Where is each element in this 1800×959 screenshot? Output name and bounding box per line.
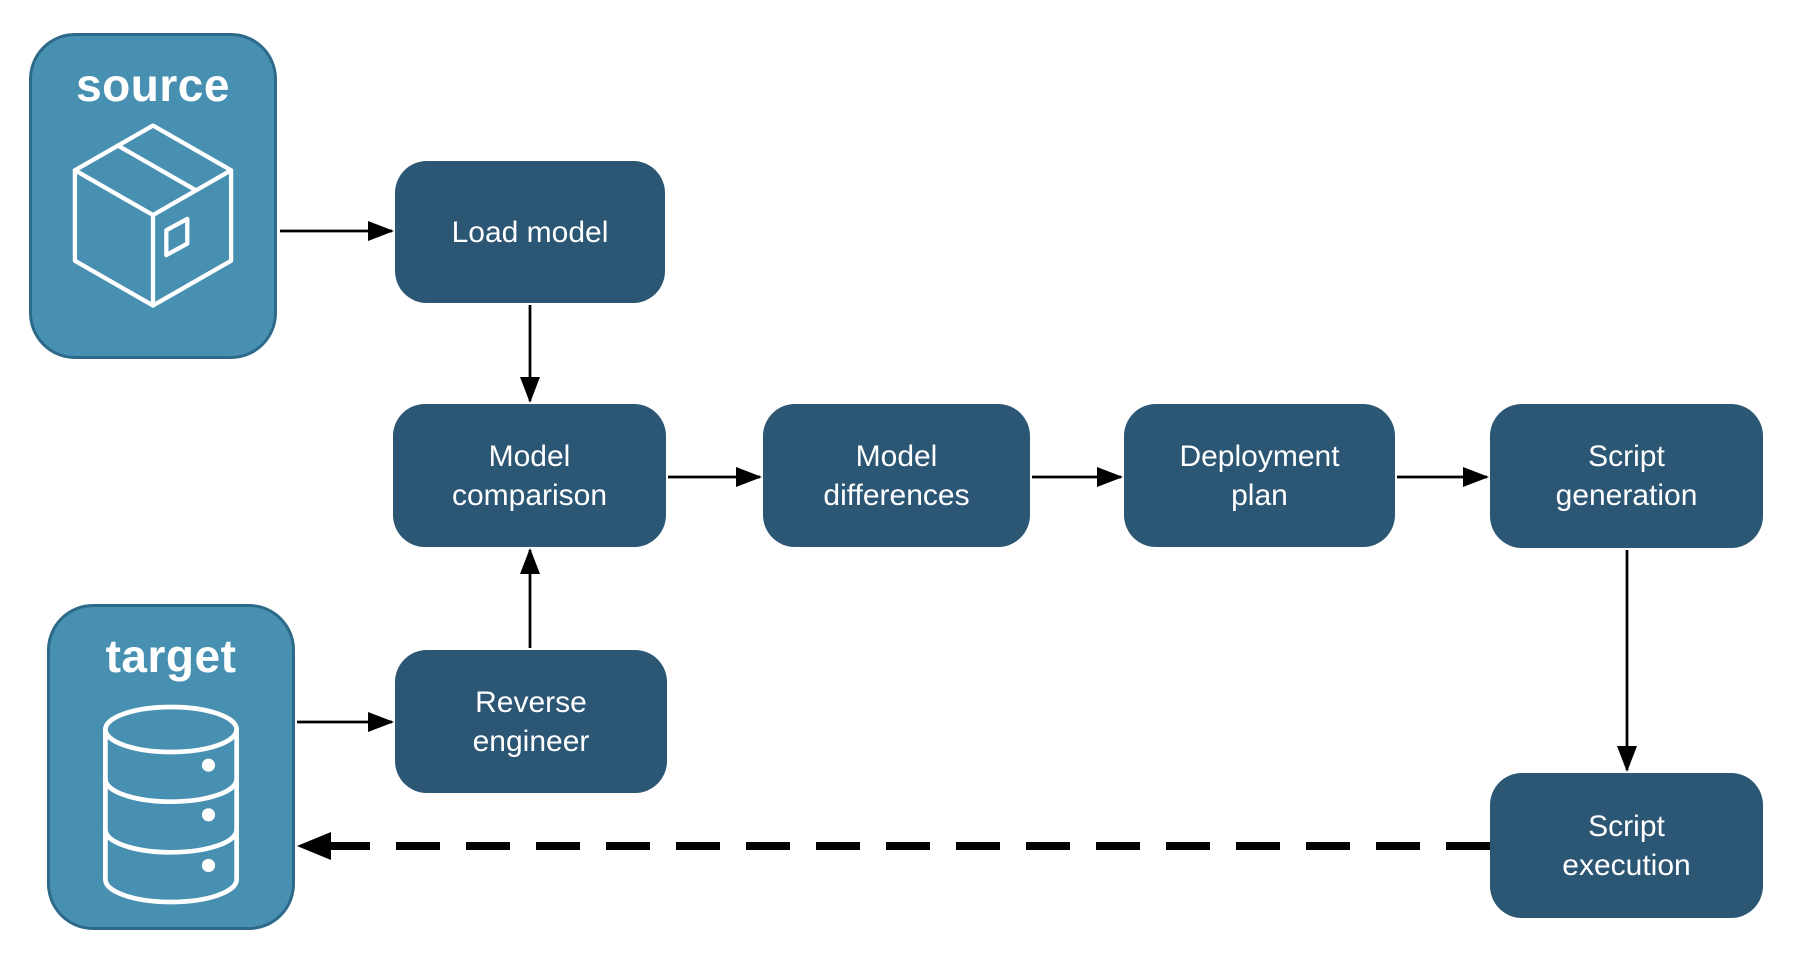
node-deployment-plan: Deployment plan (1124, 404, 1395, 547)
source-label: source (76, 59, 230, 111)
node-load-model: Load model (395, 161, 665, 303)
group-source: source (29, 33, 277, 359)
node-reverse-engineer: Reverse engineer (395, 650, 667, 793)
node-model-comparison: Model comparison (393, 404, 666, 547)
database-icon (103, 704, 239, 905)
group-target: target (47, 604, 295, 930)
target-label: target (105, 630, 237, 682)
node-script-execution: Script execution (1490, 773, 1763, 918)
node-model-differences: Model differences (763, 404, 1030, 547)
package-icon (72, 123, 234, 308)
node-script-generation: Script generation (1490, 404, 1763, 548)
